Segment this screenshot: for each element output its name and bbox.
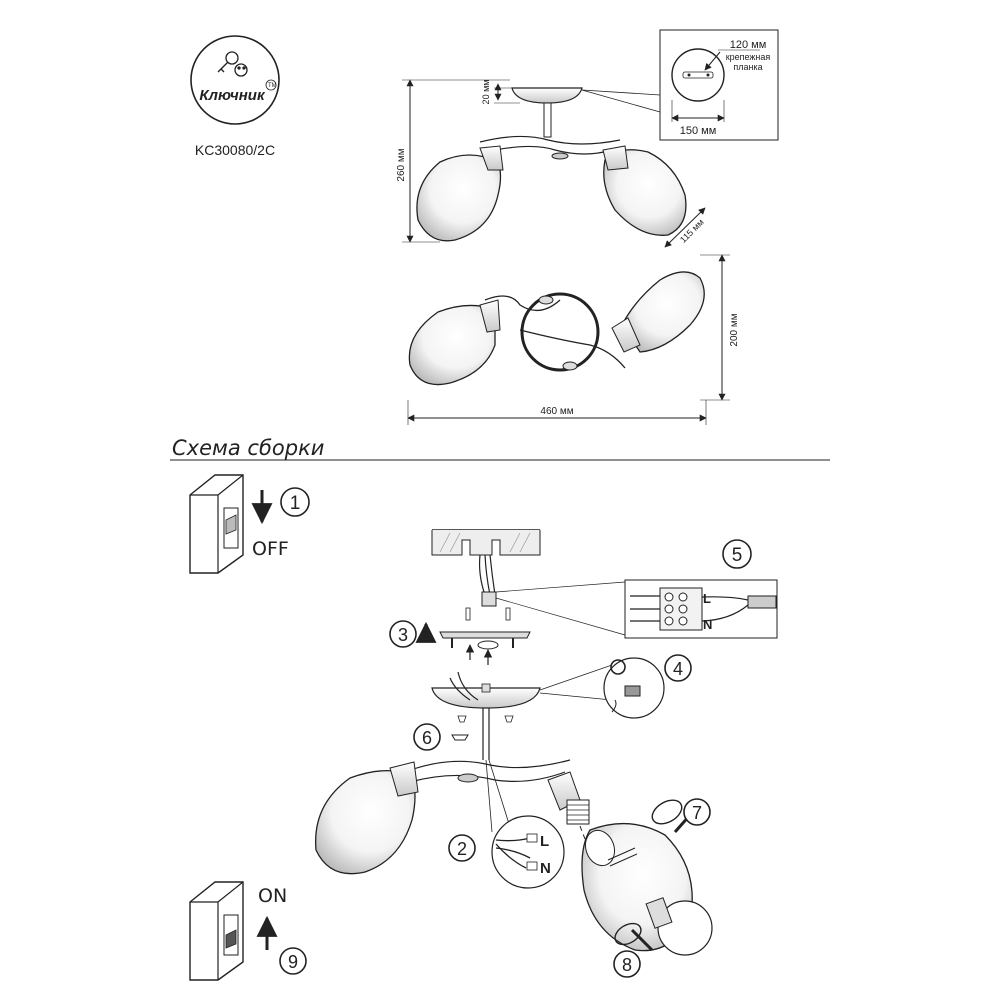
svg-text:6: 6 [422, 728, 432, 748]
mounting-bar [415, 607, 531, 665]
switch-off-icon [189, 474, 273, 574]
model-number: KC30080/2C [195, 142, 275, 158]
mount-bar-label-2: планка [733, 62, 762, 72]
step-badge-2: 2 [448, 834, 476, 862]
svg-text:3: 3 [398, 625, 408, 645]
svg-text:1: 1 [290, 493, 301, 514]
step-badge-4: 4 [664, 654, 692, 682]
key-icon [217, 51, 248, 77]
terminal-block-inset [624, 579, 778, 639]
svg-text:8: 8 [622, 955, 632, 975]
step-badge-8: 8 [613, 950, 641, 978]
step-badge-7: 7 [683, 798, 711, 826]
dim-canopy-height: 20 мм [481, 80, 491, 105]
svg-text:2: 2 [457, 839, 467, 859]
canopy-inset [659, 29, 779, 141]
step-badge-3: 3 [389, 620, 417, 648]
wire-live-label: L [540, 833, 549, 850]
power-off-label: OFF [252, 538, 289, 560]
socket-thread [566, 799, 590, 825]
shade-ring-icon [614, 922, 654, 952]
svg-text:5: 5 [732, 545, 743, 566]
step-badge-6: 6 [413, 723, 441, 751]
dim-depth: 200 мм [729, 313, 740, 346]
svg-text:7: 7 [692, 803, 702, 823]
brand-logo: Ключник TM [190, 35, 280, 125]
step-badge-1: 1 [280, 487, 310, 517]
dim-canopy-diameter: 150 мм [680, 125, 717, 137]
top-view [407, 254, 730, 425]
canopy-part [431, 657, 665, 723]
terminal-live-label: L [703, 591, 711, 606]
dim-width: 460 мм [540, 406, 573, 417]
brand-tm: TM [268, 83, 277, 89]
step-badge-9: 9 [279, 947, 307, 975]
dim-total-height: 260 мм [396, 148, 407, 181]
assembly-title: Схема сборки [172, 436, 324, 460]
ceiling [431, 529, 541, 556]
svg-text:4: 4 [673, 659, 683, 679]
side-view [402, 79, 706, 248]
fixture-body [314, 708, 621, 931]
power-on-label: ON [258, 885, 287, 907]
step-badge-5: 5 [722, 539, 752, 569]
wire-neutral-label: N [540, 860, 551, 877]
mount-bar-label-1: крепежная [726, 52, 771, 62]
switch-on-icon [189, 881, 278, 981]
light-bulb [645, 897, 713, 956]
svg-text:9: 9 [288, 952, 298, 972]
wire-connection-inset [485, 759, 565, 889]
dim-mount-bar-width: 120 мм [730, 39, 767, 51]
terminal-neutral-label: N [703, 617, 712, 632]
brand-name: Ключник [199, 87, 266, 104]
